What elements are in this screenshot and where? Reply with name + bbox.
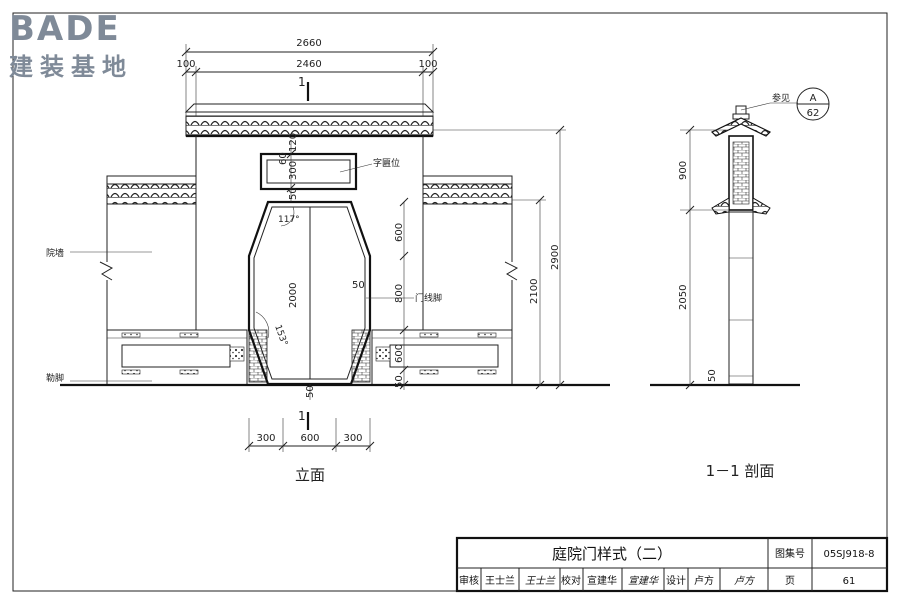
right-wall-tiles [422,183,513,205]
left-wall-tiles [106,183,197,205]
title-block: 庭院门样式（二） 图集号 05SJ918-8 审核 王士兰 王士兰 校对 宣建华… [455,536,889,593]
atlas-label: 图集号 [775,547,805,560]
dim-bottom-left: 300 [256,433,275,444]
section-mark-bottom: 1 [298,409,306,423]
dim-door-height: 2000 [288,283,299,308]
section-view: 900 2050 50 参见 A 62 1－1 剖面 [650,87,830,480]
review-label: 审核 [459,574,479,587]
caption-elevation: 立面 [295,466,325,484]
reviewer-signature: 王士兰 [525,575,556,587]
right-wall-ridge [422,175,513,185]
dim-right-margin: 100 [418,59,437,70]
brand-logo: BADE 建装基地 [9,9,133,81]
elevation-view: 2660 100 2460 100 1 [46,38,610,484]
break-mark-right [504,261,519,281]
checker-signature: 宣建华 [628,575,659,587]
section-mark-top: 1 [298,75,306,89]
title-block-frame [455,536,889,593]
break-mark-left [99,261,114,281]
logo-subtitle: 建装基地 [9,53,133,81]
angle-lower: 153° [272,324,289,348]
dim-bottom-right: 300 [343,433,362,444]
section-lower-wall [728,211,754,385]
dim-side-wall-height: 2100 [529,279,540,304]
page-label: 页 [785,575,795,587]
dim-placard-small: 60 [278,152,289,165]
dim-bottom-50: 50 [305,385,316,398]
dim-door-above: 50 [288,187,299,200]
dim-left-margin: 100 [176,59,195,70]
section-dim-lower: 2050 [678,285,689,310]
drawing-title: 庭院门样式（二） [552,545,672,563]
sheet-border [12,12,888,592]
label-placard: 字匾位 [373,157,400,169]
octagon-door-outer [247,200,372,386]
reviewer-name: 王士兰 [485,574,515,587]
detail-ref-bubble[interactable]: A 62 [796,87,830,121]
angle-upper: 117° [278,215,300,225]
dim-right-50: 50 [394,375,405,388]
dim-middle-width: 2460 [296,59,321,70]
dim-bottom-center: 600 [300,433,319,444]
octagon-door-inner [253,206,366,380]
left-wall-ridge [106,175,197,185]
placard-frame-outer [259,152,358,191]
design-label: 设计 [666,574,686,587]
center-wall-edges [195,136,424,178]
dim-right-800: 800 [394,284,405,303]
label-plinth: 勒脚 [46,372,64,384]
dim-placard-height: 300 [288,161,299,180]
dim-overall-height: 2900 [550,245,561,270]
roof-ridge [184,103,435,113]
designer-signature: 卢方 [734,575,756,587]
checker-name: 宣建华 [587,574,617,587]
page-number: 61 [843,576,856,587]
caption-section: 1－1 剖面 [706,462,775,480]
section-ref-note: 参见 [772,92,790,104]
placard-frame-inner [266,159,351,184]
section-roof-cap [710,117,772,137]
dim-right-600-upper: 600 [394,223,405,242]
dim-frame-width: 50 [352,280,365,291]
logo-brand: BADE [9,9,121,49]
check-label: 校对 [561,574,581,587]
section-dim-bottom: 50 [707,369,718,382]
roof-tiles-main [185,115,434,137]
detail-ref-letter: A [810,93,817,104]
section-dim-upper: 900 [678,161,689,180]
label-courtyard-wall: 院墙 [46,247,64,259]
atlas-number: 05SJ918-8 [823,549,874,560]
detail-ref-page: 62 [807,108,820,119]
dim-right-600-lower: 600 [394,344,405,363]
dim-placard-top: 120 [288,133,299,152]
designer-name: 卢方 [694,574,714,587]
label-door-trim: 门线脚 [415,292,442,304]
dim-overall-width: 2660 [296,38,321,49]
